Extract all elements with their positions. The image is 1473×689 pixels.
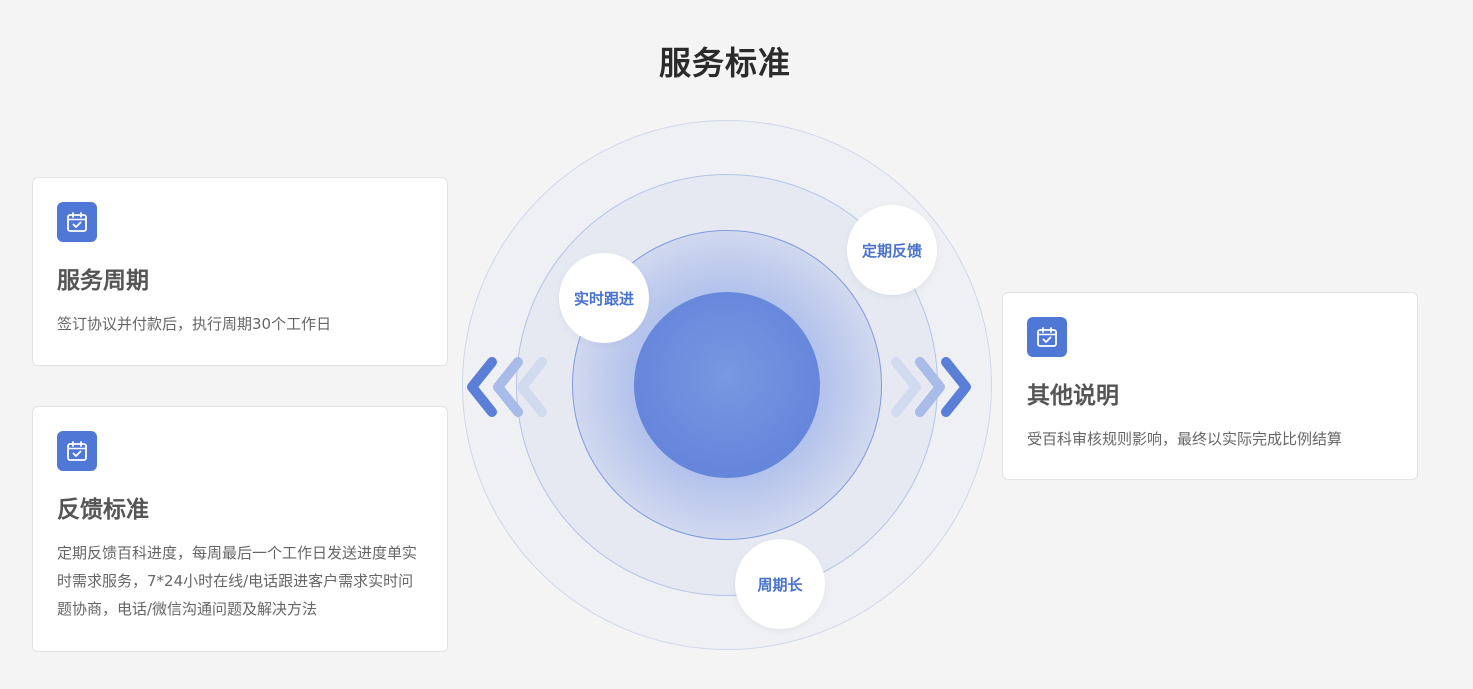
calendar-check-icon bbox=[57, 202, 97, 242]
core-circle bbox=[634, 292, 820, 478]
bubble-realtime: 实时跟进 bbox=[559, 253, 649, 343]
card-title: 反馈标准 bbox=[57, 497, 149, 523]
other-notes-card: 其他说明 受百科审核规则影响，最终以实际完成比例结算 bbox=[1002, 292, 1418, 480]
double-chevron-left-icon bbox=[467, 357, 547, 417]
service-circle-diagram: 实时跟进 定期反馈 周期长 bbox=[462, 120, 992, 650]
service-cycle-card: 服务周期 签订协议并付款后，执行周期30个工作日 bbox=[32, 177, 448, 366]
calendar-check-icon bbox=[1027, 317, 1067, 357]
feedback-standard-card: 反馈标准 定期反馈百科进度，每周最后一个工作日发送进度单实时需求服务，7*24小… bbox=[32, 406, 448, 652]
card-title: 服务周期 bbox=[57, 268, 149, 294]
card-title: 其他说明 bbox=[1027, 383, 1119, 409]
bubble-regular-feedback: 定期反馈 bbox=[847, 205, 937, 295]
card-description: 受百科审核规则影响，最终以实际完成比例结算 bbox=[1027, 430, 1343, 448]
calendar-check-icon bbox=[57, 431, 97, 471]
card-description: 签订协议并付款后，执行周期30个工作日 bbox=[57, 315, 332, 333]
page-title: 服务标准 bbox=[658, 44, 791, 82]
card-description: 定期反馈百科进度，每周最后一个工作日发送进度单实时需求服务，7*24小时在线/电… bbox=[57, 544, 418, 618]
double-chevron-right-icon bbox=[891, 357, 971, 417]
bubble-long-cycle: 周期长 bbox=[735, 539, 825, 629]
